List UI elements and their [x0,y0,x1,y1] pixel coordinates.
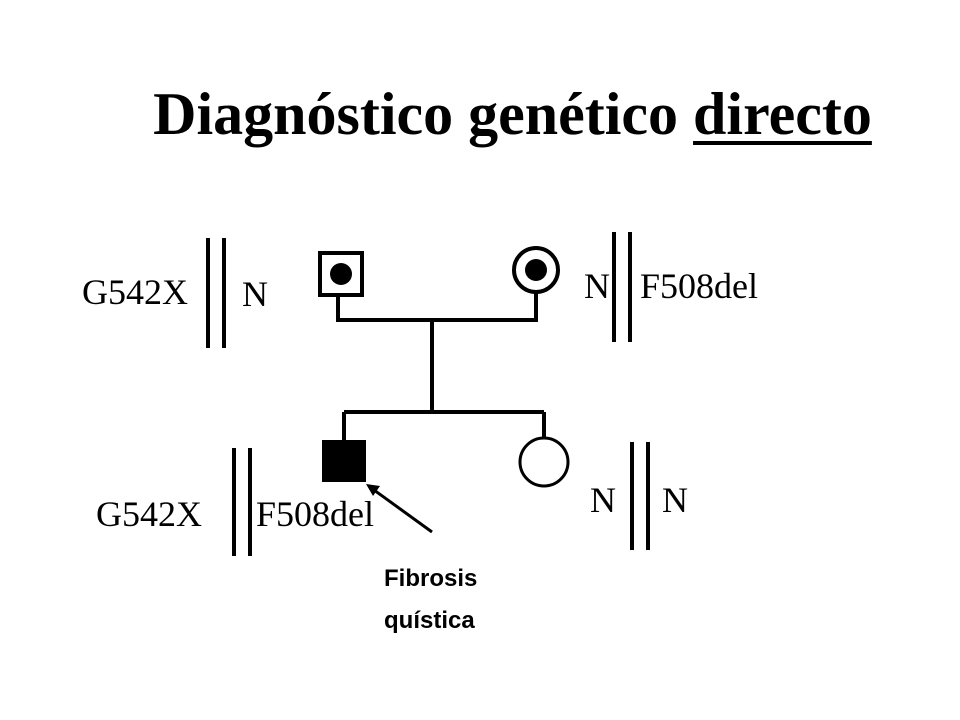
title-prefix: Diagnóstico genético [153,81,694,147]
son-allele-right: F508del [256,494,374,534]
mother-symbol [512,246,560,294]
circle-unaffected-icon [518,436,570,488]
daughter-allele-left: N [590,480,616,520]
slide-title: Diagnóstico genético directo [0,84,960,144]
mother-allele-right: F508del [640,266,758,306]
chromosome-bars [206,232,650,556]
carrier-dot-icon [330,263,352,285]
arrow-head-icon [366,484,380,496]
annotation-line2: quística [384,607,475,634]
father-allele-left: G542X [82,272,188,312]
father-symbol [318,251,364,297]
daughter-allele-right: N [662,480,688,520]
title-underlined-word: directo [693,81,872,147]
square-affected-icon [322,440,366,482]
pedigree-lines [336,292,546,440]
carrier-dot-icon [525,259,547,281]
marriage-line [336,292,538,322]
arrow-shaft [373,488,433,534]
annotation-arrow [366,484,433,534]
father-allele-right: N [242,274,268,314]
son-allele-left: G542X [96,494,202,534]
annotation-line1: Fibrosis [384,565,477,592]
mother-allele-left: N [584,266,610,306]
square-carrier-icon [318,251,364,297]
